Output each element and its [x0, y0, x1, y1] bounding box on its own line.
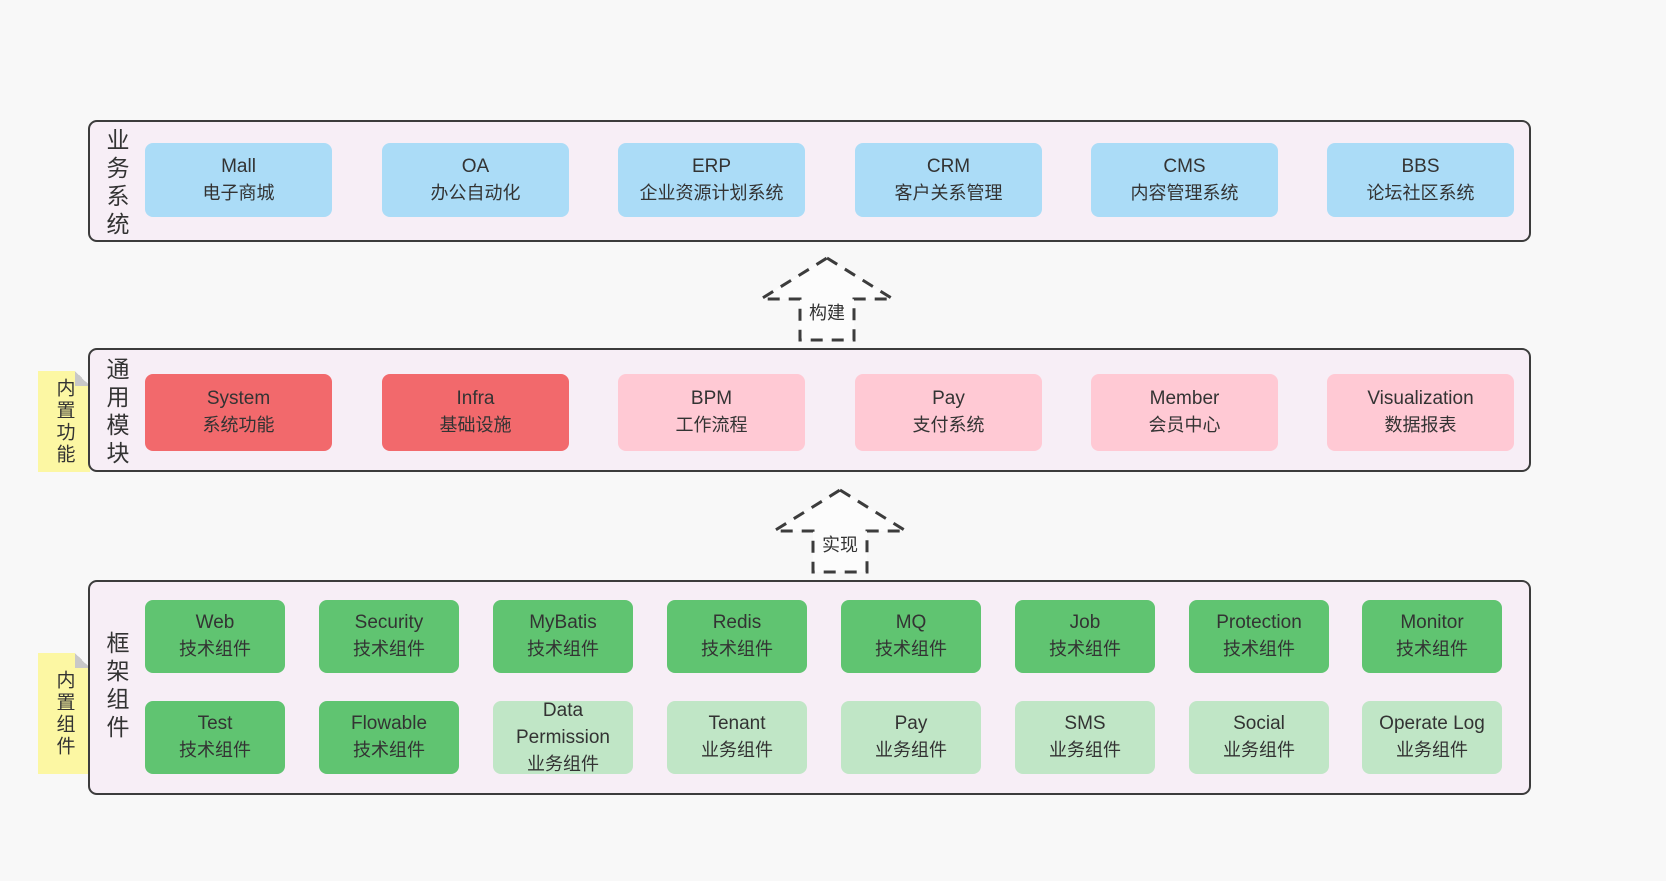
component-box-pay-biz: Pay 业务组件: [841, 701, 981, 774]
module-box-cms: CMS 内容管理系统: [1091, 143, 1278, 217]
arrow-label: 实现: [820, 531, 860, 557]
section-label-framework-components: 框架组件: [103, 631, 129, 743]
module-box-system: System 系统功能: [145, 374, 332, 451]
component-box-job: Job 技术组件: [1015, 600, 1155, 673]
component-box-protection: Protection 技术组件: [1189, 600, 1329, 673]
module-box-mall: Mall 电子商城: [145, 143, 332, 217]
arrow-label: 构建: [807, 299, 847, 325]
component-box-sms: SMS 业务组件: [1015, 701, 1155, 774]
component-box-tenant: Tenant 业务组件: [667, 701, 807, 774]
module-box-bpm: BPM 工作流程: [618, 374, 805, 451]
component-box-mq: MQ 技术组件: [841, 600, 981, 673]
component-box-web: Web 技术组件: [145, 600, 285, 673]
component-box-redis: Redis 技术组件: [667, 600, 807, 673]
sticky-note-label: 内置功能: [53, 377, 75, 466]
component-box-monitor: Monitor 技术组件: [1362, 600, 1502, 673]
component-box-flowable: Flowable 技术组件: [319, 701, 459, 774]
module-box-bbs: BBS 论坛社区系统: [1327, 143, 1514, 217]
build-arrow: 构建: [757, 255, 897, 343]
component-box-security: Security 技术组件: [319, 600, 459, 673]
module-box-oa: OA 办公自动化: [382, 143, 569, 217]
module-box-visualization: Visualization 数据报表: [1327, 374, 1514, 451]
component-box-test: Test 技术组件: [145, 701, 285, 774]
sticky-fold-icon: [75, 653, 90, 668]
module-box-infra: Infra 基础设施: [382, 374, 569, 451]
section-label-common-modules: 通用模块: [103, 357, 129, 469]
sticky-fold-icon: [75, 371, 90, 386]
module-box-crm: CRM 客户关系管理: [855, 143, 1042, 217]
component-box-data-permission: Data Permission 业务组件: [493, 700, 633, 774]
sticky-note-built-in-components: 内置组件: [38, 653, 90, 774]
section-label-business-systems: 业务系统: [103, 128, 129, 240]
module-box-erp: ERP 企业资源计划系统: [618, 143, 805, 217]
module-box-pay: Pay 支付系统: [855, 374, 1042, 451]
component-box-mybatis: MyBatis 技术组件: [493, 600, 633, 673]
sticky-note-built-in-features: 内置功能: [38, 371, 90, 472]
common-modules-panel: [88, 348, 1531, 472]
sticky-note-label: 内置组件: [53, 669, 75, 758]
component-box-social: Social 业务组件: [1189, 701, 1329, 774]
module-box-member: Member 会员中心: [1091, 374, 1278, 451]
component-box-operate-log: Operate Log 业务组件: [1362, 701, 1502, 774]
implement-arrow: 实现: [770, 487, 910, 575]
